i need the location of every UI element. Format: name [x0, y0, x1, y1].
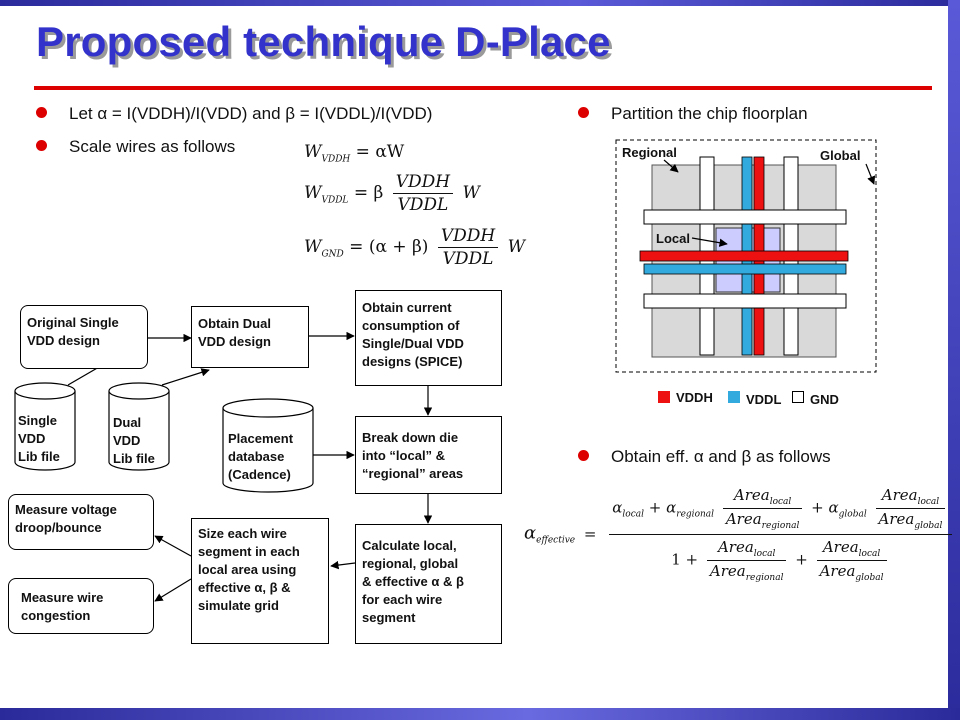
bullet-scale-wires: Scale wires as follows — [36, 137, 235, 157]
vddh-horizontal-wire — [639, 250, 849, 262]
cylinder-single-vdd-lib: Single VDD Lib file — [14, 382, 76, 472]
equation-w-vddh: WVDDH = αW — [304, 142, 405, 165]
vddl-horizontal-wire — [643, 263, 847, 275]
bullet-text: Let α = I(VDDH)/I(VDD) and β = I(VDDL)/I… — [69, 104, 433, 123]
flow-calculate-alpha-beta: Calculate local, regional, global & effe… — [355, 524, 502, 644]
flow-size-each-wire: Size each wire segment in each local are… — [191, 518, 329, 644]
legend-swatch-vddh — [658, 391, 670, 403]
equation-alpha-effective: αeffective = αlocal + αregional Arealoca… — [524, 486, 956, 583]
label-regional: Regional — [622, 145, 677, 160]
flow-measure-voltage-droop: Measure voltage droop/bounce — [8, 494, 154, 550]
bullet-alpha-beta-definition: Let α = I(VDDH)/I(VDD) and β = I(VDDL)/I… — [36, 104, 432, 124]
arrow-calculate-to-size — [330, 560, 356, 570]
legend-label-vddl: VDDL — [746, 392, 782, 407]
arrow-size-to-congestion — [154, 578, 192, 602]
bullet-text: Scale wires as follows — [69, 137, 236, 156]
label-local: Local — [656, 231, 690, 246]
global-area-outline — [615, 139, 877, 373]
flow-original-single-vdd: Original Single VDD design — [20, 305, 148, 369]
title-underline — [34, 86, 932, 90]
bullet-obtain-effective: Obtain eff. α and β as follows — [578, 447, 831, 467]
flow-break-down-die: Break down die into “local” & “regional”… — [355, 416, 502, 494]
bullet-dot — [36, 107, 47, 118]
cylinder-dual-vdd-lib: Dual VDD Lib file — [108, 382, 170, 472]
legend-label-vddh: VDDH — [676, 390, 713, 405]
bullet-dot — [578, 107, 589, 118]
arrow-local-label — [691, 237, 728, 247]
bottom-edge-band — [0, 708, 960, 720]
flow-obtain-dual-vdd: Obtain Dual VDD design — [191, 306, 309, 368]
arrow-global-label — [865, 163, 876, 185]
slide-title: Proposed technique D-Place — [36, 18, 611, 65]
legend-label-gnd: GND — [810, 392, 839, 407]
bullet-partition-floorplan: Partition the chip floorplan — [578, 104, 808, 124]
cylinder-placement-database: Placement database (Cadence) — [222, 398, 314, 494]
arrow-dual-lib-to-dual — [161, 368, 210, 386]
bullet-text: Partition the chip floorplan — [611, 104, 808, 123]
flow-obtain-current: Obtain current consumption of Single/Dua… — [355, 290, 502, 386]
bullet-text: Obtain eff. α and β as follows — [611, 447, 831, 466]
top-edge-band — [0, 0, 960, 6]
bullet-dot — [578, 450, 589, 461]
gnd-horizontal-wire-bottom — [643, 293, 847, 309]
gnd-horizontal-wire-top — [643, 209, 847, 225]
legend-swatch-vddl — [728, 391, 740, 403]
legend-swatch-gnd — [792, 391, 804, 403]
arrow-regional-label — [663, 159, 679, 173]
flow-measure-wire-congestion: Measure wire congestion — [8, 578, 154, 634]
right-edge-band — [948, 0, 960, 720]
label-global: Global — [820, 148, 861, 163]
bullet-dot — [36, 140, 47, 151]
arrow-size-to-droop — [154, 535, 192, 557]
